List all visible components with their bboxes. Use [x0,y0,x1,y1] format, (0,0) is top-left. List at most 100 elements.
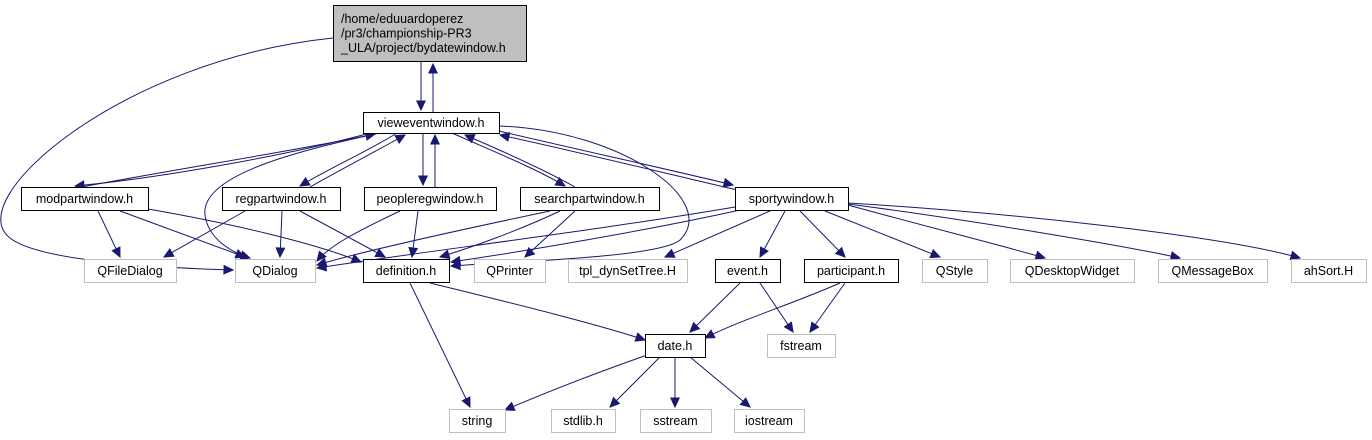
edge-arrowhead [430,133,440,145]
edge-line [204,132,381,259]
node-label: peopleregwindow.h [376,192,483,206]
node-viewevent[interactable]: vieweventwindow.h [363,112,500,134]
edge-line [524,210,576,258]
edge-peoplereg-to-viewevent [430,133,440,187]
node-label: _ULA/project/bydatewindow.h [340,41,506,55]
edge-arrowhead [408,246,419,259]
node-label: sstream [653,414,697,428]
node-box [568,259,688,283]
node-qprinter: QPrinter [474,259,546,283]
node-box [363,259,450,283]
edge-arrowhead [438,249,451,260]
node-root[interactable]: /home/eduuardoperez/pr3/championship-PR3… [333,5,527,62]
edge-line [451,132,566,187]
edge-line [799,210,846,258]
edge-sporty-to-definition [449,209,741,266]
edge-line [81,133,376,188]
edge-line [689,282,741,333]
node-label: iostream [745,414,793,428]
edge-arrowhead [498,132,511,142]
edge-arrowhead [162,247,175,258]
node-label: event.h [727,264,768,278]
edge-arrowhead [703,329,716,339]
node-sporty[interactable]: sportywindow.h [735,187,849,211]
edge-line [809,282,846,333]
edge-arrowhead [834,246,846,258]
edge-arrowhead [275,247,286,259]
node-modpart[interactable]: modpartwindow.h [21,187,149,211]
node-regpart[interactable]: regpartwindow.h [222,187,341,211]
node-box [333,5,527,62]
edge-participant-to-date [703,282,841,339]
node-label: stdlib.h [563,414,603,428]
node-box [222,187,341,211]
node-searchpart[interactable]: searchpartwindow.h [520,187,660,211]
node-label: string [462,414,493,428]
node-participant[interactable]: participant.h [804,259,899,283]
node-box [715,259,781,283]
edge-viewevent-to-sporty [498,130,735,188]
edge-peoplereg-to-qdialog [316,210,401,262]
node-box [520,187,660,211]
node-label: QStyle [936,264,974,278]
node-qmessagebox: QMessageBox [1158,259,1268,283]
edge-line [664,210,771,258]
edge-searchpart-to-definition [438,210,561,260]
edge-definition-to-string [409,282,471,409]
edge-arrowhead [223,264,235,275]
edge-arrowhead [609,396,621,408]
node-label: fstream [780,339,822,353]
edge-line [847,203,1181,259]
edge-date-to-sstream [670,357,680,409]
edge-line [450,209,741,263]
edge-viewevent-to-modpart [73,132,371,191]
node-label: searchpartwindow.h [534,192,645,206]
node-box [21,187,149,211]
node-date[interactable]: date.h [645,334,706,358]
node-sstream: sstream [640,409,712,433]
node-label: regpartwindow.h [235,192,326,206]
edge-arrowhead [554,176,567,187]
node-box [1291,259,1367,283]
edge-line [464,134,576,188]
edge-line [609,356,661,408]
edge-arrowhead [739,397,751,408]
node-definition[interactable]: definition.h [363,259,450,283]
edge-line [299,210,386,258]
edge-date-to-stdlib [609,356,661,408]
node-qstyle: QStyle [922,259,988,283]
node-box [804,259,899,283]
node-peoplereg[interactable]: peopleregwindow.h [364,187,497,211]
node-qfiledialog: QFileDialog [84,259,177,283]
edge-arrowhead [1169,251,1182,261]
node-label: modpartwindow.h [36,192,133,206]
node-box [364,187,497,211]
edge-modpart-to-viewevent [81,131,377,188]
node-label: participant.h [817,264,885,278]
edge-arrowhead [449,255,462,266]
edge-date-to-iostream [689,356,751,408]
edge-arrowhead [418,175,428,187]
node-label: QDesktopWidget [1025,264,1120,278]
edge-arrowhead [234,249,247,259]
edge-arrowhead [316,250,327,262]
edge-line [504,353,651,411]
node-label: QMessageBox [1172,264,1255,278]
node-string: string [449,409,506,433]
node-box [767,334,836,358]
edge-arrowhead [298,176,311,187]
edge-line [147,208,362,263]
edge-arrowhead [111,246,121,259]
edge-arrowhead [809,321,820,333]
node-label: definition.h [376,264,437,278]
node-label: QDialog [252,264,297,278]
edge-sporty-to-qstyle [824,210,942,259]
edge-regpart-to-definition [299,210,387,258]
edge-line [847,202,1301,259]
edge-line [847,204,1046,259]
edge-line [316,210,551,266]
edge-arrowhead [783,321,794,333]
edge-modpart-to-qdialog [119,210,247,259]
node-event[interactable]: event.h [715,259,781,283]
